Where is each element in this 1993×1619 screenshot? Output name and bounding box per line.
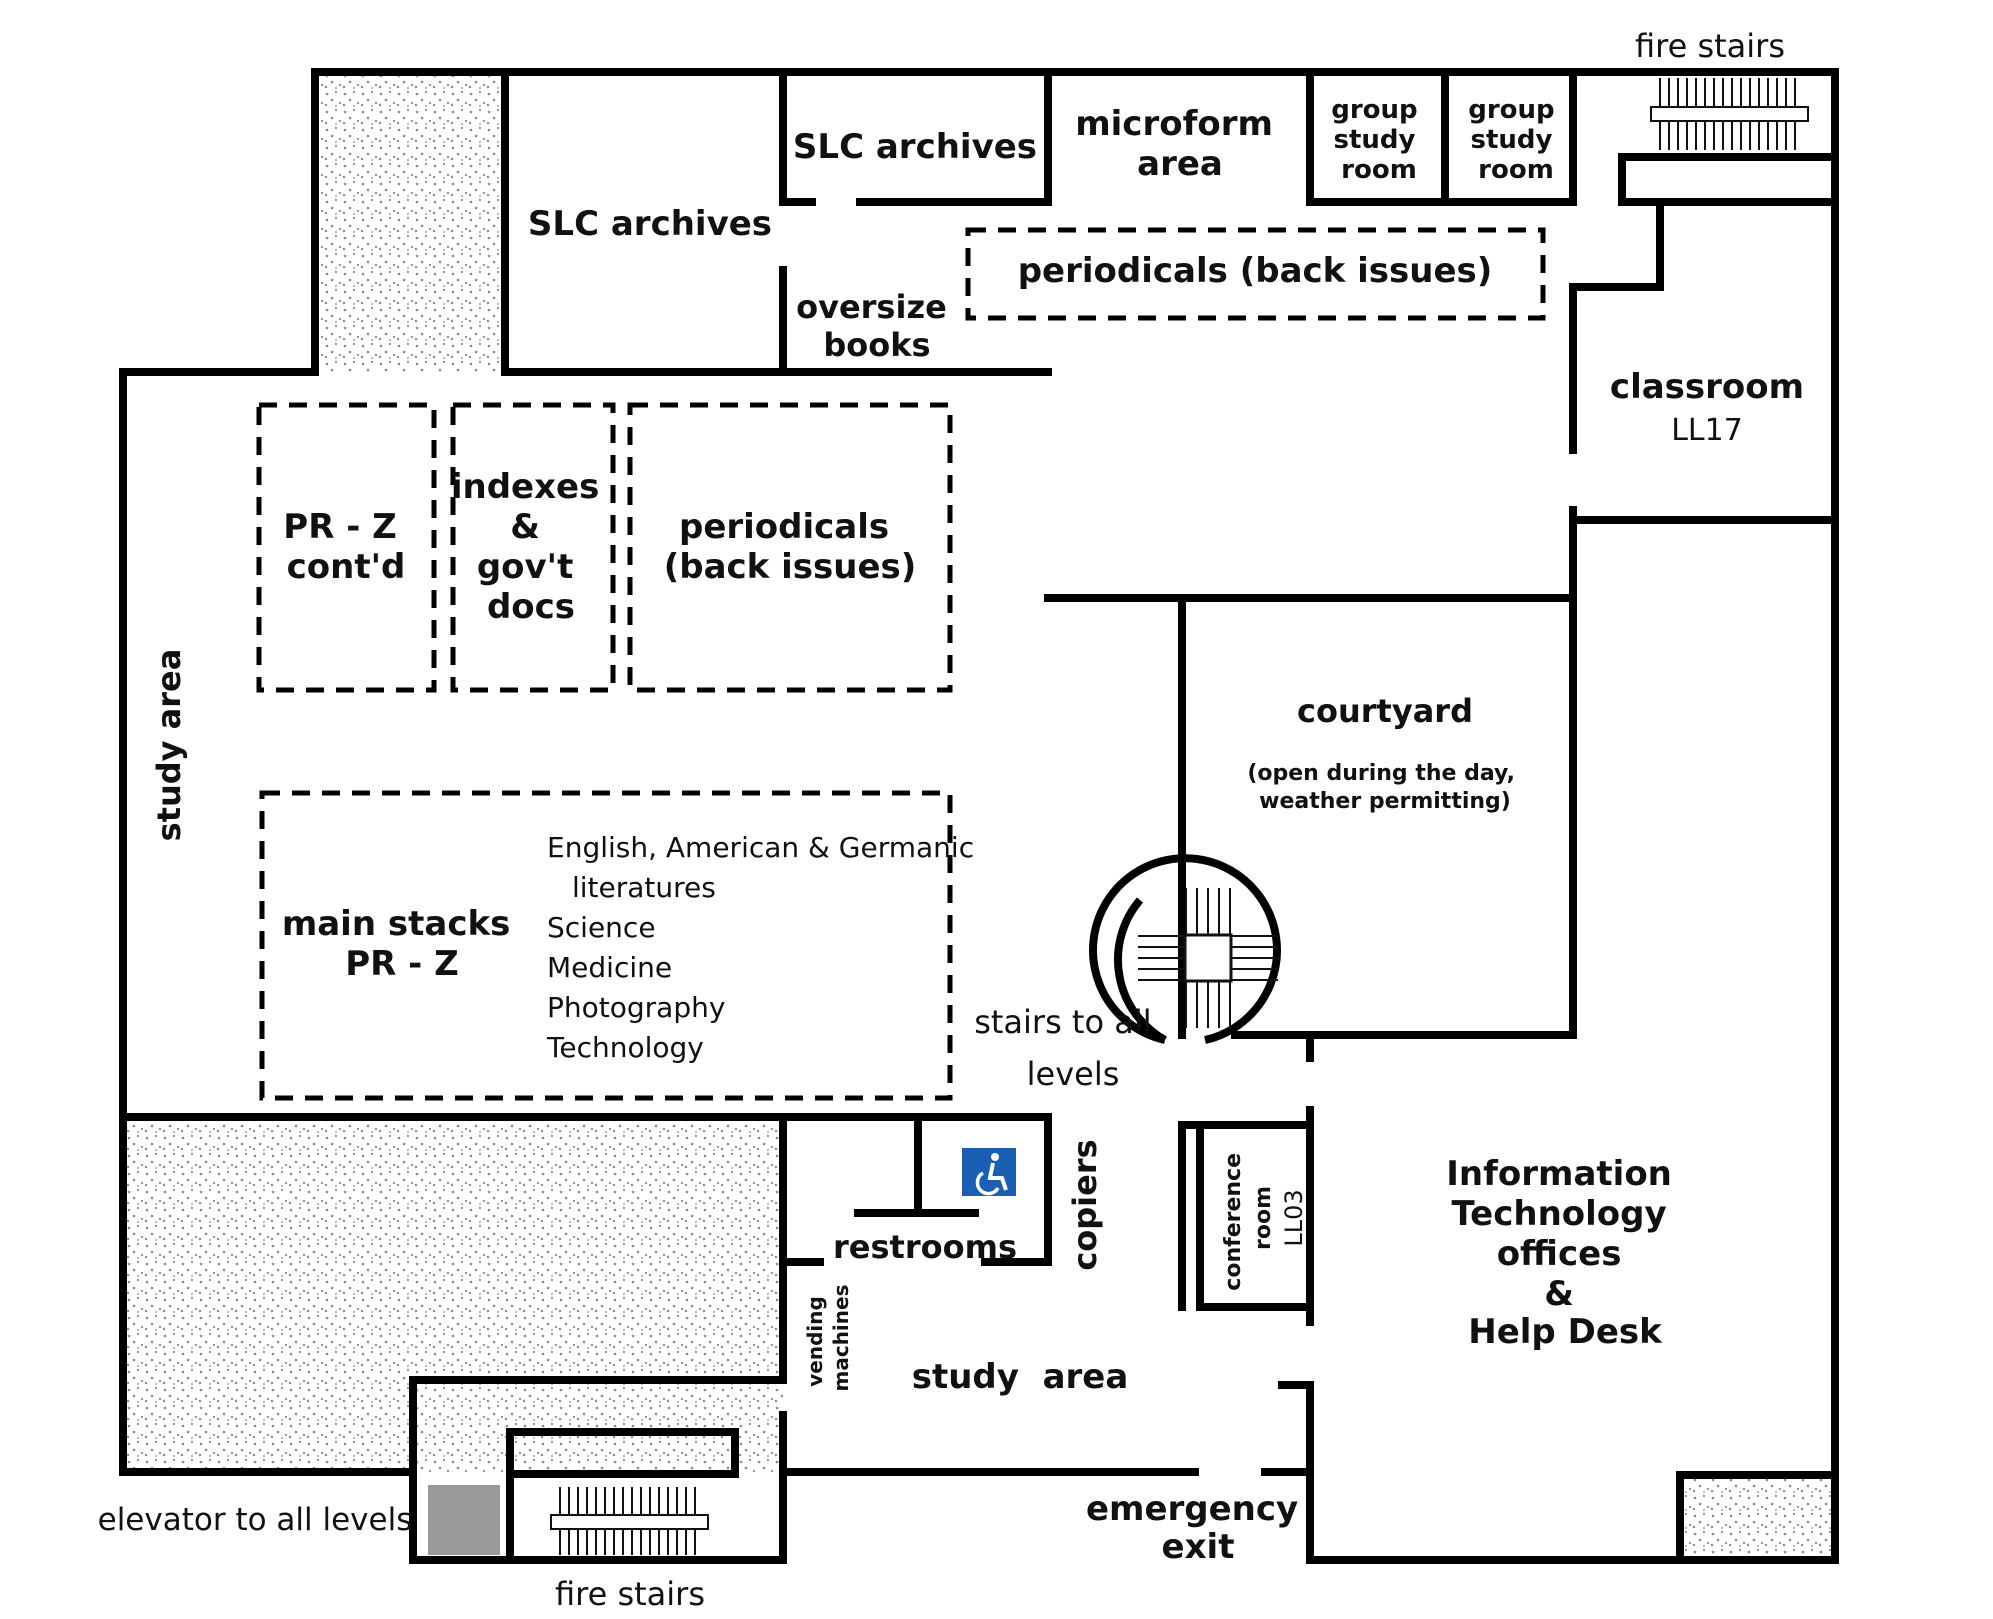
hatched-area-bottom-left — [123, 1117, 783, 1472]
periodicals-top-label: periodicals (back issues) — [1018, 251, 1493, 291]
study-area-bottom-label: study area — [912, 1357, 1129, 1397]
microform-label: microform area — [1075, 104, 1285, 184]
classroom-label: classroom — [1610, 367, 1804, 407]
exterior-walls — [119, 68, 1839, 1564]
study-area-left-label: study area — [150, 649, 188, 842]
periodicals-top-area — [965, 227, 1546, 321]
vending-machines-label: vending machines — [803, 1285, 853, 1392]
periodicals-mid-area — [627, 402, 953, 693]
wheelchair-accessible-icon — [962, 1148, 1016, 1196]
main-stacks-subjects-list: English, American & Germanic literatures… — [546, 831, 983, 1064]
oversize-books-label: oversize books — [796, 288, 958, 364]
conference-room-label: conference room — [1221, 1145, 1276, 1290]
bottom-fire-stairs — [428, 1428, 1269, 1564]
indexes-label: indexes & gov't docs — [451, 467, 611, 627]
classroom-number-label: LL17 — [1671, 413, 1743, 448]
group-study-room-1-label: group study room — [1331, 95, 1426, 185]
main-stacks-area — [259, 790, 953, 1101]
slc-archives-large-label: SLC archives — [528, 204, 772, 244]
courtyard-note-label: (open during the day, weather permitting… — [1247, 761, 1522, 814]
courtyard-label: courtyard — [1297, 692, 1473, 730]
copiers-label: copiers — [1066, 1139, 1104, 1270]
conference-room-number-label: LL03 — [1280, 1189, 1308, 1246]
main-stacks-title-label: main stacks PR - Z — [282, 904, 522, 984]
elevator-label: elevator to all levels — [98, 1502, 413, 1538]
elevator-icon — [428, 1485, 500, 1555]
hatched-area-top-left — [315, 72, 505, 372]
fire-stairs-top-label: fire stairs — [1635, 27, 1785, 65]
restrooms-label: restrooms — [833, 1228, 1017, 1266]
top-fire-stairs-icon — [1650, 78, 1809, 150]
interior-walls — [501, 68, 1839, 1564]
pr-z-contd-label: PR - Z cont'd — [283, 507, 408, 587]
stairs-to-all-levels-label: stairs to all levels — [974, 1003, 1162, 1093]
spiral-stairs-icon — [1089, 854, 1281, 1044]
group-study-room-2-label: group study room — [1468, 95, 1563, 185]
fire-stairs-bottom-label: fire stairs — [555, 1575, 705, 1613]
hatched-area-bottom-right — [1680, 1475, 1833, 1560]
pr-z-contd-area — [256, 402, 437, 693]
it-offices-label: Information Technology offices & Help De… — [1446, 1154, 1683, 1352]
emergency-exit-label: emergency exit — [1086, 1489, 1310, 1567]
indexes-area — [450, 402, 616, 693]
periodicals-mid-label: periodicals (back issues) — [664, 507, 917, 587]
slc-archives-small-label: SLC archives — [793, 127, 1037, 167]
